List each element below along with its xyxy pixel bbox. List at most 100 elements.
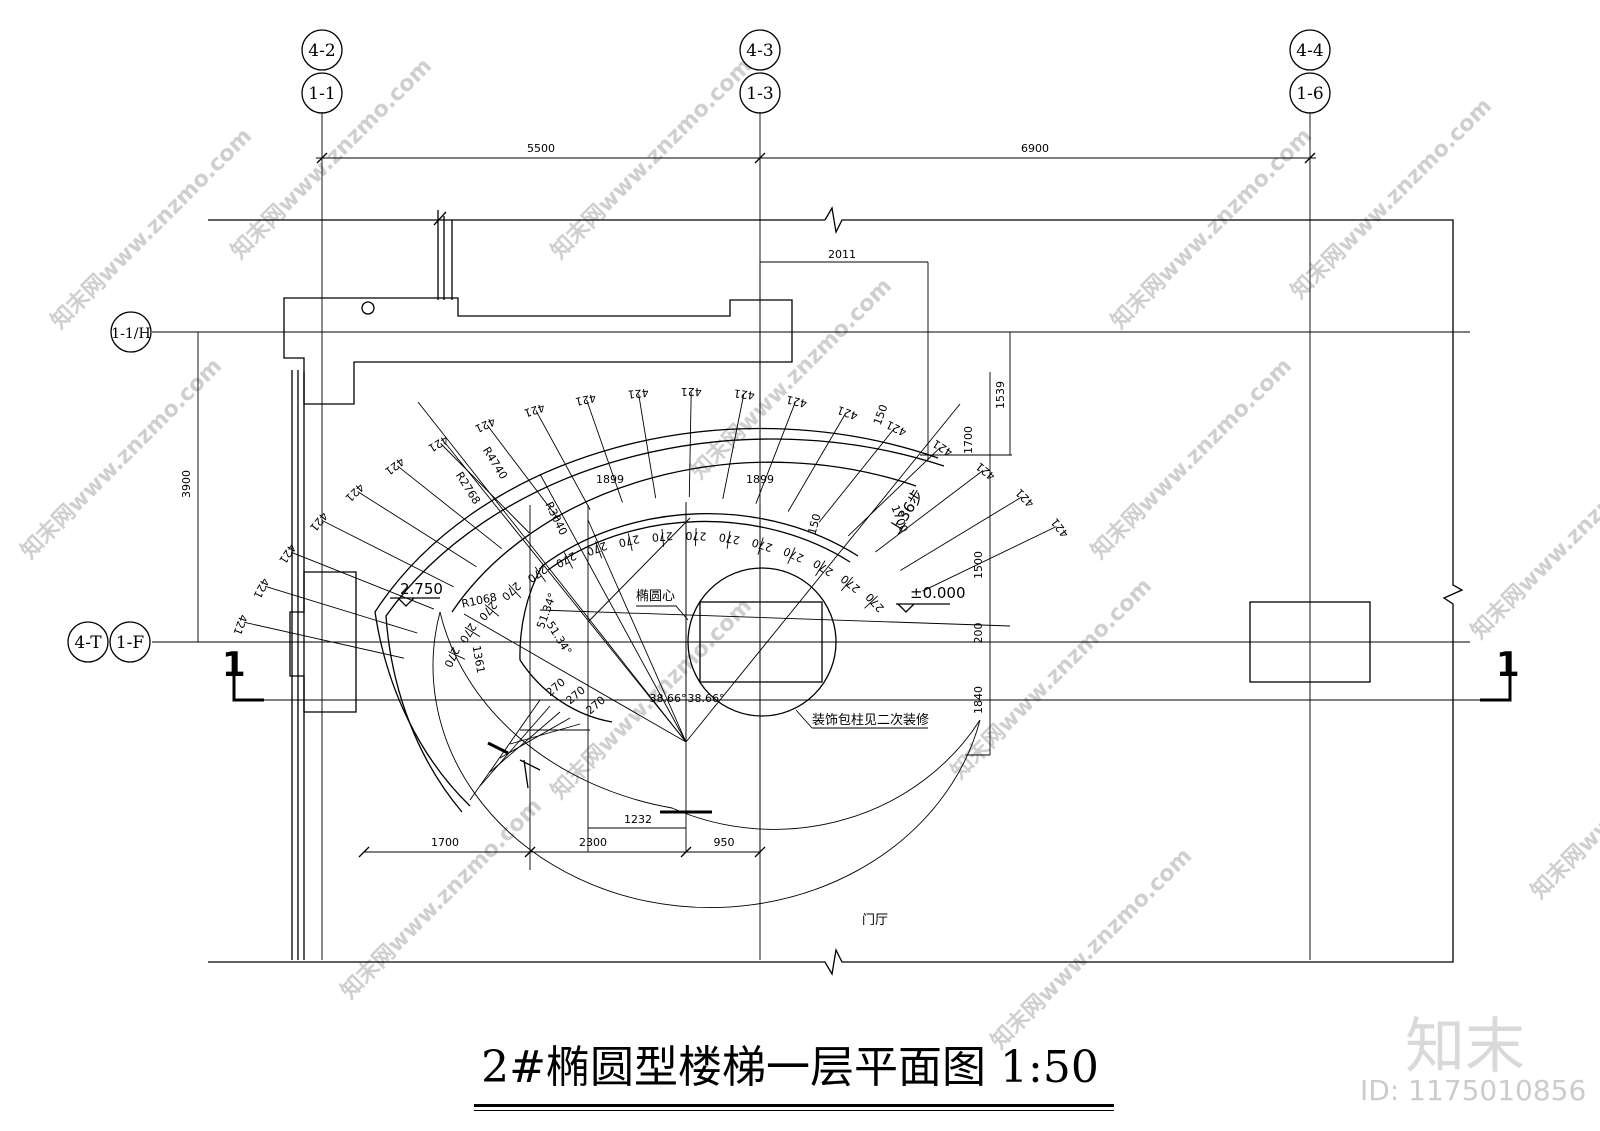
tread-line: [638, 393, 657, 499]
tread-width-outer: 421: [473, 415, 498, 436]
tread-width-inner: 270: [811, 556, 836, 578]
tread-width-inner: 270: [863, 590, 887, 614]
grid-bubble-4t-1f: 4-T 1-F: [67, 621, 151, 663]
tread-line: [627, 533, 633, 551]
dim-6900: 6900: [1021, 142, 1049, 155]
dim-3900: 3900: [180, 470, 193, 498]
radius-3040: R3040: [542, 500, 569, 538]
tread-line: [244, 621, 405, 659]
tread-line: [722, 394, 745, 499]
tread-line: [688, 391, 692, 498]
top-dimension-line: 5500 6900: [316, 142, 1316, 164]
tread-width-outer: 421: [307, 509, 330, 533]
grid-bubble-lower: 1-3: [746, 84, 773, 104]
tread-width-outer: 421: [835, 403, 859, 422]
tread-width-outer: 421: [1013, 486, 1037, 510]
tread-line: [440, 443, 530, 534]
construction-lines: [197, 261, 1012, 870]
tread-line: [508, 584, 522, 599]
tread-line: [787, 547, 796, 564]
title-underline: [474, 1104, 1114, 1107]
tread-width-outer: 421: [681, 385, 702, 398]
tread-line: [875, 470, 984, 553]
section-number: 1: [222, 645, 246, 685]
tread-line: [535, 410, 591, 511]
tread-line: [755, 401, 796, 504]
section-number: 1: [1496, 645, 1520, 685]
grid-bubble-lower: 1-6: [1296, 84, 1323, 104]
section-marker-left: 1: [222, 645, 264, 702]
grid-bubble-label-a: 4-T: [74, 633, 102, 653]
watermark-text: 知末网www.znzmo.com: [1106, 123, 1317, 334]
watermark-text: 知末网www.znzmo.com: [986, 843, 1197, 1054]
tread-width-outer: 421: [251, 576, 272, 601]
angle-38-66-b: 38.66°: [688, 692, 725, 705]
tread-line: [563, 552, 574, 569]
level-0000: ±0.000: [910, 584, 966, 602]
tread-line: [864, 595, 878, 609]
watermark-text: 知末网www.znzmo.com: [546, 53, 757, 264]
tread-width-inner: 270: [718, 530, 741, 546]
grid-bubble-upper: 4-3: [746, 41, 773, 61]
dim-1539: 1539: [994, 381, 1007, 409]
tread-line: [586, 399, 623, 503]
tread-line: [486, 424, 560, 521]
tread-width-inner: 270: [750, 536, 774, 555]
tread-width-inner: 270: [685, 529, 706, 543]
tread-width-outer: 421: [930, 437, 955, 459]
tread-line: [509, 723, 581, 745]
tread-line: [847, 447, 941, 537]
watermark-text: 知末网www.znzmo.com: [1086, 353, 1297, 564]
tread-line: [757, 537, 764, 555]
tread-width-outer: 421: [785, 393, 808, 411]
level-2750: 2.750: [400, 580, 443, 598]
dim-1232: 1232: [624, 813, 652, 826]
tread-width-inner: 270: [651, 529, 673, 544]
tread-line: [469, 699, 541, 801]
tread-width-inner: 270: [441, 645, 462, 670]
grid-bubble-upper: 4-2: [308, 41, 335, 61]
tread-line: [922, 526, 1057, 592]
radius-4740: R4740: [480, 445, 510, 482]
watermark-text: 知末网www.znzmo.com: [336, 793, 547, 1004]
room-label-lobby: 门厅: [862, 913, 888, 928]
tread-width-outer: 421: [884, 418, 909, 439]
grid-bubble-4-4: 4-4 1-6: [1289, 29, 1331, 114]
tread-width-lower: 270: [584, 694, 608, 717]
tread-width-inner: 270: [838, 572, 862, 595]
tread-line: [484, 604, 500, 617]
tread-line: [264, 585, 418, 634]
tread-width-outer: 421: [627, 386, 649, 401]
title-underline-thin: [474, 1110, 1114, 1111]
watermark-text: 知末网www.znzmo.com: [946, 573, 1157, 784]
tread-width-outer: 421: [973, 459, 997, 482]
tread-width-outer: 421: [733, 386, 755, 401]
tread-line: [290, 551, 435, 610]
tread-width-inner: 270: [525, 563, 550, 586]
grid-bubble-4-3: 4-3 1-3: [739, 29, 781, 114]
tread-line: [595, 541, 603, 559]
nosing-150-b: 150: [806, 512, 824, 536]
watermark-text: 知末网www.znzmo.com: [1466, 433, 1600, 644]
dim-950: 950: [714, 836, 735, 849]
grid-bubble-lower: 1-1: [308, 84, 335, 104]
watermark-layer: 知末网www.znzmo.com知末网www.znzmo.com知末网www.z…: [16, 53, 1600, 1054]
grid-bubble-upper: 4-4: [1296, 41, 1323, 61]
watermark-text: 知末网www.znzmo.com: [1286, 93, 1497, 304]
dim-2011: 2011: [828, 248, 856, 261]
grid-bubble-1-1h: 1-1/H: [110, 311, 152, 353]
tread-line: [815, 560, 826, 577]
tread-width-outer: 421: [1048, 515, 1071, 540]
dim-5500: 5500: [527, 142, 555, 155]
tread-line: [661, 528, 665, 547]
tread-width-inner: 270: [781, 544, 806, 565]
grid-bubble-label-b: 1-F: [116, 633, 145, 653]
tread-line: [321, 520, 454, 588]
section-marker-right: 1: [1480, 645, 1520, 702]
grid-axes: [152, 112, 1470, 960]
tread-line: [357, 491, 477, 568]
watermark-text: 知末网www.znzmo.com: [16, 353, 227, 564]
tread-width-outer: 421: [342, 480, 366, 504]
dim-1361: 1361: [470, 644, 488, 674]
image-id-label: ID: 1175010856: [1360, 1074, 1587, 1107]
